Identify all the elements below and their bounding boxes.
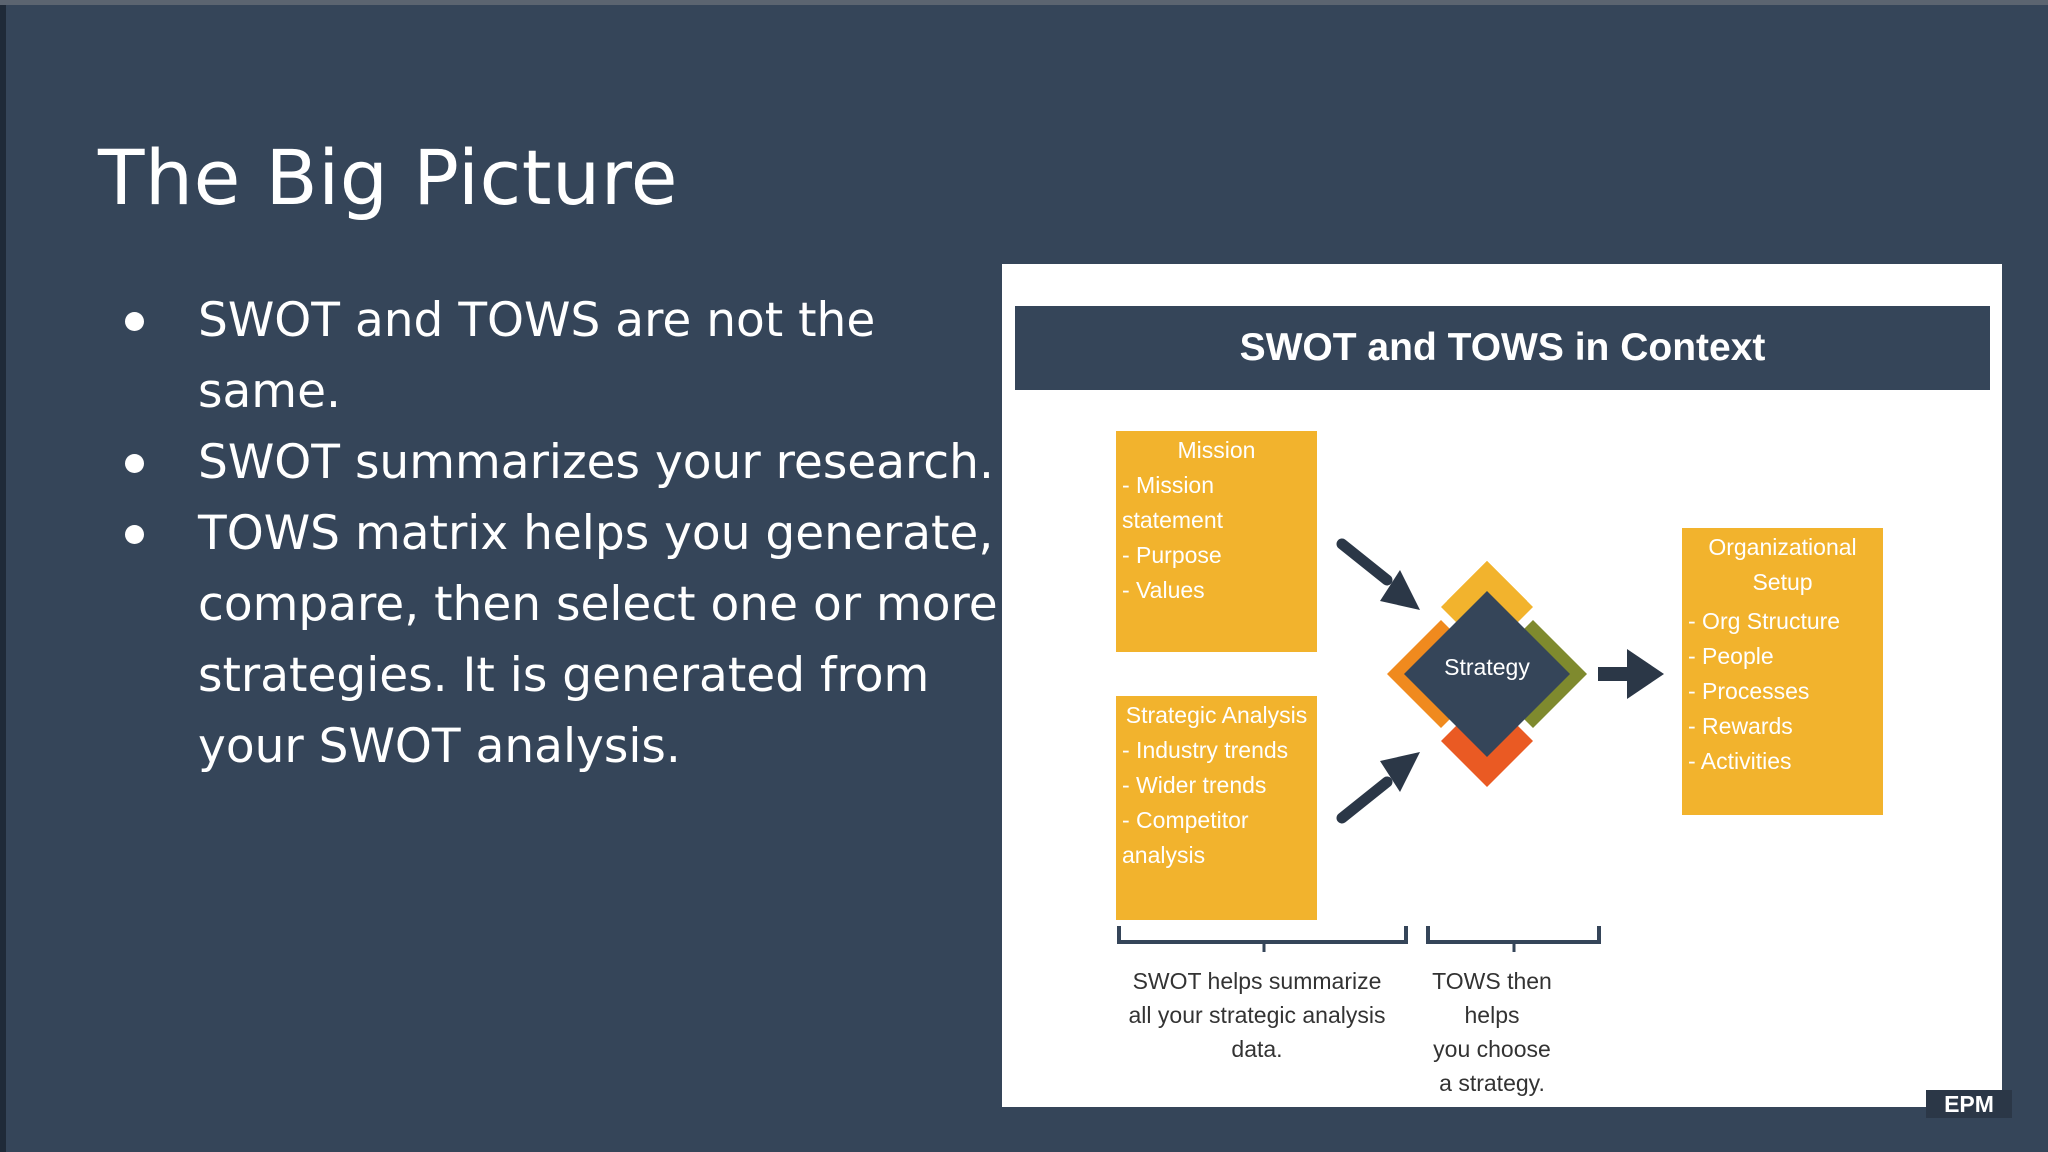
analysis-item: analysis xyxy=(1122,842,1206,868)
analysis-item: - Industry trends xyxy=(1122,737,1289,763)
bullet-dot-icon xyxy=(125,454,144,473)
strategic-analysis-box: Strategic Analysis - Industry trends - W… xyxy=(1116,696,1317,920)
org-item: - Activities xyxy=(1688,748,1792,774)
mission-box: Mission - Mission statement - Purpose - … xyxy=(1116,431,1317,652)
slide-title: The Big Picture xyxy=(98,133,679,222)
caption-line: a strategy. xyxy=(1439,1070,1545,1096)
caption-line: all your strategic analysis xyxy=(1128,1002,1386,1028)
org-item: - Processes xyxy=(1688,678,1810,704)
org-heading-line2: Setup xyxy=(1752,569,1813,595)
bullet-text: TOWS matrix helps you generate, compare,… xyxy=(198,506,998,774)
bullet-item: SWOT summarizes your research. xyxy=(116,427,1016,498)
bullet-item: TOWS matrix helps you generate, compare,… xyxy=(116,498,1016,782)
caption-line: TOWS then helps xyxy=(1432,968,1552,1028)
analysis-heading: Strategic Analysis xyxy=(1125,702,1308,728)
strategy-diamond xyxy=(1387,561,1587,787)
presentation-slide: The Big Picture SWOT and TOWS are not th… xyxy=(6,5,2048,1152)
swot-bracket xyxy=(1117,926,1408,952)
caption-line: SWOT helps summarize xyxy=(1132,968,1382,994)
org-heading-line1: Organizational xyxy=(1708,534,1857,560)
window-top-edge xyxy=(0,0,2048,5)
swot-tows-diagram: SWOT and TOWS in Context xyxy=(1002,264,2002,1107)
org-item: - Org Structure xyxy=(1688,608,1841,634)
bullet-dot-icon xyxy=(125,525,144,544)
strategy-label: Strategy xyxy=(1444,654,1530,680)
swot-caption: SWOT helps summarize all your strategic … xyxy=(1112,964,1402,1066)
analysis-item: - Competitor xyxy=(1122,807,1249,833)
mission-heading: Mission xyxy=(1177,437,1256,463)
mission-item: - Purpose xyxy=(1122,542,1222,568)
bullet-text: SWOT summarizes your research. xyxy=(198,435,994,490)
diagram-header: SWOT and TOWS in Context xyxy=(1015,306,1990,390)
caption-line: data. xyxy=(1231,1036,1283,1062)
tows-caption: TOWS then helps you choose a strategy. xyxy=(1402,964,1582,1100)
bullet-dot-icon xyxy=(125,312,144,331)
bullet-item: SWOT and TOWS are not the same. xyxy=(116,285,1016,427)
arrow-right-icon xyxy=(1598,649,1664,699)
bullet-list: SWOT and TOWS are not the same. SWOT sum… xyxy=(116,285,1016,782)
tows-bracket xyxy=(1426,926,1601,952)
mission-item: - Mission xyxy=(1122,472,1215,498)
arrow-up-right-icon xyxy=(1336,752,1420,824)
epm-logo: EPM xyxy=(1926,1090,2012,1118)
arrow-down-right-icon xyxy=(1336,538,1420,610)
mission-item: statement xyxy=(1122,507,1223,533)
diagram-graphics xyxy=(1117,538,1664,952)
mission-item: - Values xyxy=(1122,577,1205,603)
organizational-setup-box: Organizational Setup - Org Structure - P… xyxy=(1682,528,1883,815)
diagram-title: SWOT and TOWS in Context xyxy=(1239,326,1766,369)
org-item: - Rewards xyxy=(1688,713,1793,739)
analysis-item: - Wider trends xyxy=(1122,772,1267,798)
bullet-text: SWOT and TOWS are not the same. xyxy=(198,293,876,419)
org-item: - People xyxy=(1688,643,1774,669)
caption-line: you choose xyxy=(1433,1036,1551,1062)
